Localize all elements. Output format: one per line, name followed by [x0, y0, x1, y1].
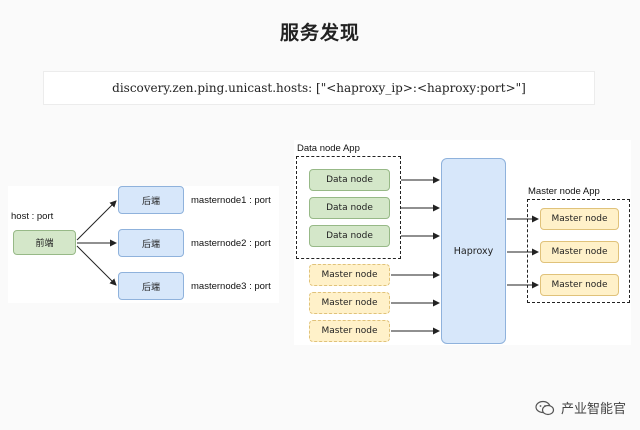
- masternode-label-2: masternode2 : port: [191, 238, 271, 249]
- data-node-1: Data node: [309, 169, 390, 191]
- config-banner: discovery.zen.ping.unicast.hosts: ["<hap…: [43, 71, 595, 105]
- master-node-right-3: Master node: [540, 274, 619, 296]
- master-group-label: Master node App: [528, 186, 600, 197]
- data-node-group: [296, 156, 401, 259]
- data-group-label: Data node App: [297, 143, 360, 154]
- master-node-label: Master node: [551, 214, 608, 224]
- master-node-right-1: Master node: [540, 208, 619, 230]
- master-node-label: Master node: [551, 280, 608, 290]
- data-node-2: Data node: [309, 197, 390, 219]
- backend-node-1: 后端: [118, 186, 184, 214]
- backend-label: 后端: [141, 196, 160, 207]
- backend-label: 后端: [141, 239, 160, 250]
- masternode-label-1: masternode1 : port: [191, 195, 271, 206]
- config-line: discovery.zen.ping.unicast.hosts: ["<hap…: [112, 81, 526, 95]
- master-node-left-3: Master node: [309, 320, 390, 342]
- frontend-node: 前端: [13, 230, 76, 255]
- page-title: 服务发现: [279, 22, 360, 44]
- frontend-label: 前端: [35, 239, 54, 249]
- master-node-left-1: Master node: [309, 264, 390, 286]
- master-node-left-2: Master node: [309, 292, 390, 314]
- data-node-3: Data node: [309, 225, 390, 247]
- backend-node-3: 后端: [118, 272, 184, 300]
- master-node-group: [527, 199, 630, 303]
- haproxy-node: Haproxy: [441, 158, 506, 344]
- footer-text: 产业智能官: [560, 402, 626, 417]
- master-node-label: Master node: [321, 270, 378, 280]
- master-node-right-2: Master node: [540, 241, 619, 263]
- backend-node-2: 后端: [118, 229, 184, 257]
- haproxy-label: Haproxy: [453, 245, 494, 257]
- masternode-label-3: masternode3 : port: [191, 281, 271, 292]
- master-node-label: Master node: [551, 247, 608, 257]
- host-port-label: host : port: [11, 211, 54, 222]
- arrow-frontend-backend-3: [76, 245, 117, 286]
- data-node-label: Data node: [326, 203, 373, 213]
- arrow-frontend-backend-1: [76, 200, 117, 241]
- footer-brand: 产业智能官: [535, 398, 626, 417]
- backend-label: 后端: [141, 282, 160, 293]
- data-node-label: Data node: [326, 231, 373, 241]
- master-node-label: Master node: [321, 326, 378, 336]
- wechat-icon: [535, 400, 555, 415]
- data-node-label: Data node: [326, 175, 373, 185]
- master-node-label: Master node: [321, 298, 378, 308]
